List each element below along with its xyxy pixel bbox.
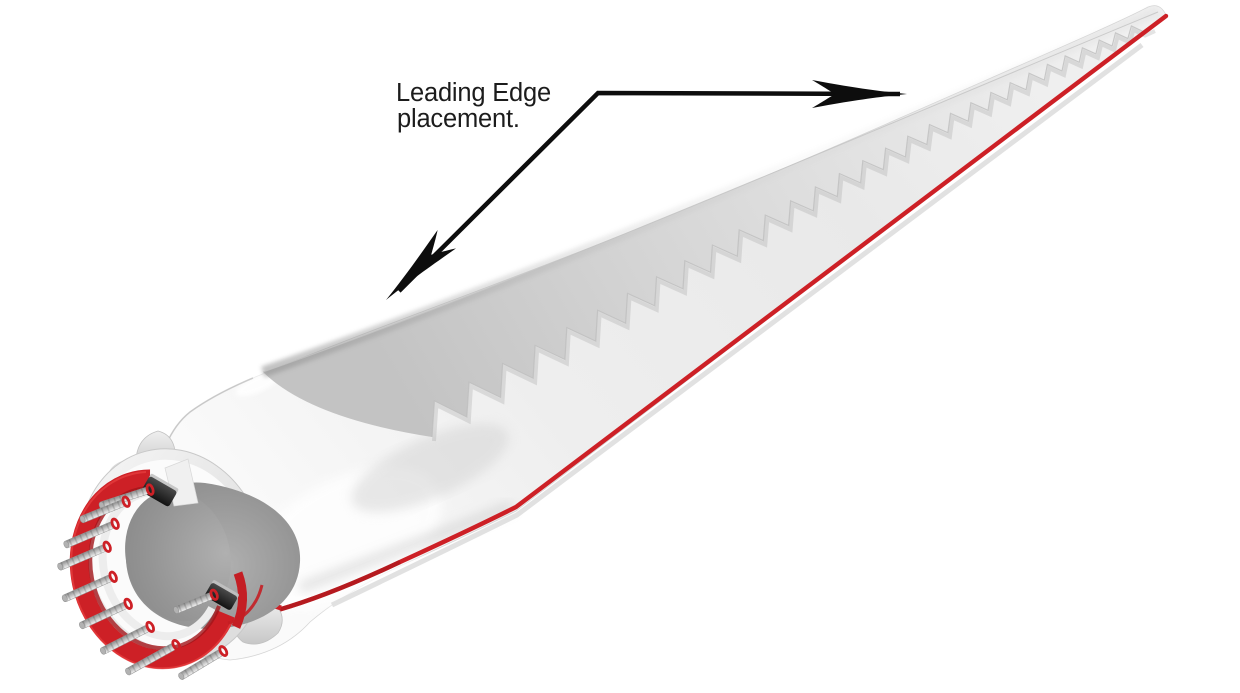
annotation-label-line1: Leading Edge <box>396 79 551 107</box>
mid-shadow <box>351 423 509 513</box>
stud-red-washer <box>145 483 155 496</box>
annotation-arrow-line <box>397 90 901 293</box>
hump-highlight <box>235 371 281 397</box>
flange-studs <box>57 483 229 680</box>
arrowhead-left-icon <box>386 229 457 300</box>
stud-bolt <box>178 645 229 680</box>
arrowhead-right-icon <box>812 80 907 108</box>
stud-red-washer <box>171 638 182 651</box>
root-inner-lip <box>98 487 216 641</box>
stud-red-washer <box>123 597 133 610</box>
stud-bolt <box>79 597 133 630</box>
stud-bolt <box>57 540 112 571</box>
stud-red-washer <box>110 517 120 530</box>
annotation: Leading Edge placement. <box>386 79 907 300</box>
blade-body <box>157 5 1169 661</box>
ring-end-band <box>231 571 247 629</box>
root-cavity-inner <box>125 490 231 622</box>
stud-red-washer <box>218 645 229 657</box>
stud-bolt <box>61 570 118 603</box>
leading-edge-tape-shadow-end <box>277 560 401 613</box>
top-edge-line <box>262 11 1159 373</box>
bolt-circle-ring <box>69 469 235 669</box>
stud-red-washer <box>108 570 118 583</box>
stud-bolt <box>125 638 182 676</box>
stud-red-washer <box>145 620 155 633</box>
stud-bolt <box>173 588 219 614</box>
stud-bolt <box>100 620 155 655</box>
serrated-edge-strip <box>263 12 1158 437</box>
stud-red-washer <box>121 495 131 508</box>
shoulder-crease-shadow <box>298 501 514 593</box>
annotation-label-line2: placement. <box>397 105 520 133</box>
root-cut-section <box>57 430 301 680</box>
stud-red-washer <box>209 588 219 601</box>
underside-shadow <box>330 43 1144 608</box>
stud-bolt <box>63 517 120 549</box>
stud-red-washer <box>102 540 112 553</box>
stud-bolt <box>79 495 131 524</box>
serration-shadow <box>432 27 1156 442</box>
cavity-red-arc <box>227 584 264 625</box>
root-top-edge <box>165 377 254 446</box>
serration-edge-line <box>431 25 1154 438</box>
